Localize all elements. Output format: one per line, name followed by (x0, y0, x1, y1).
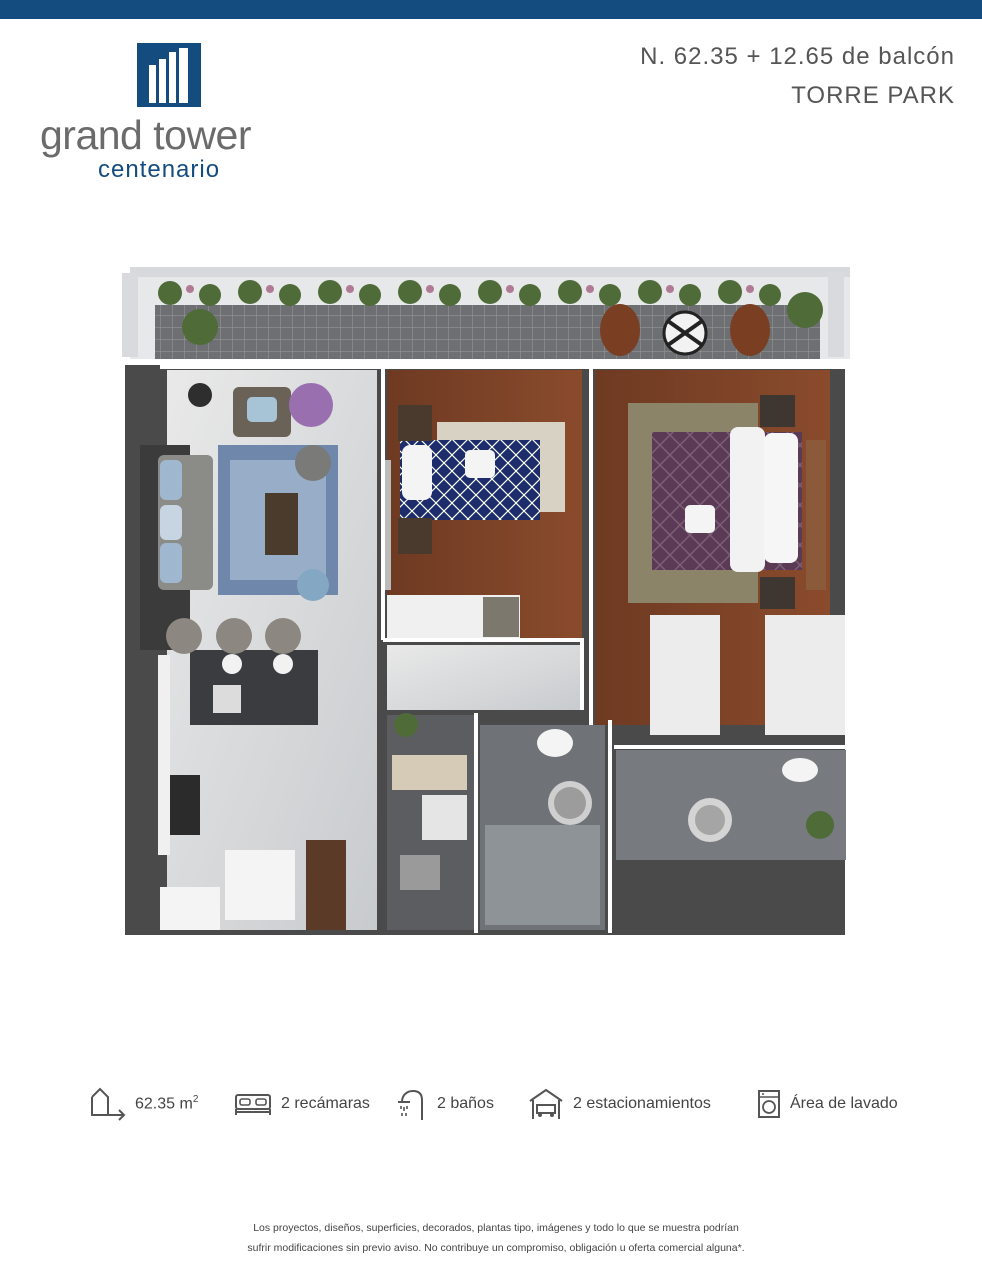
building-logo-icon (137, 43, 201, 107)
disclaimer-line-1: Los proyectos, diseños, superficies, dec… (253, 1222, 739, 1234)
washer-icon (758, 1090, 780, 1118)
spec-bathrooms-label: 2 baños (437, 1095, 494, 1112)
spec-parking-label: 2 estacionamientos (573, 1095, 711, 1112)
legal-disclaimer: Los proyectos, diseños, superficies, dec… (120, 1218, 872, 1258)
spec-area-sup: 2 (192, 1094, 199, 1106)
spec-area-value: 62.35 m (135, 1095, 193, 1113)
brand-name: grand tower (40, 112, 252, 158)
shower-icon (398, 1089, 423, 1120)
spec-area: 62.35 m2 (88, 1084, 198, 1124)
spec-laundry: Área de lavado (757, 1084, 898, 1124)
disclaimer-line-2: sufrir modificaciones sin previo aviso. … (247, 1242, 745, 1254)
specs-row: 62.35 m2 2 recámaras 2 baños 2 estaciona… (88, 1084, 908, 1124)
spec-bathrooms: 2 baños (398, 1084, 494, 1124)
area-icon (91, 1087, 126, 1121)
brand-logo[interactable]: grand tower centenario (40, 40, 310, 190)
spec-bedrooms-label: 2 recámaras (281, 1095, 370, 1112)
garage-car-icon (529, 1088, 563, 1119)
bed-icon (235, 1094, 271, 1115)
spec-laundry-label: Área de lavado (790, 1095, 898, 1112)
spec-bedrooms: 2 recámaras (234, 1084, 370, 1124)
unit-title: N. 62.35 + 12.65 de balcón (640, 43, 955, 70)
floor-plan-render (122, 267, 850, 935)
top-color-bar (0, 0, 982, 19)
tower-name: TORRE PARK (791, 82, 955, 109)
balcony (122, 267, 850, 359)
brand-subname: centenario (98, 156, 221, 183)
spec-parking: 2 estacionamientos (528, 1084, 711, 1124)
